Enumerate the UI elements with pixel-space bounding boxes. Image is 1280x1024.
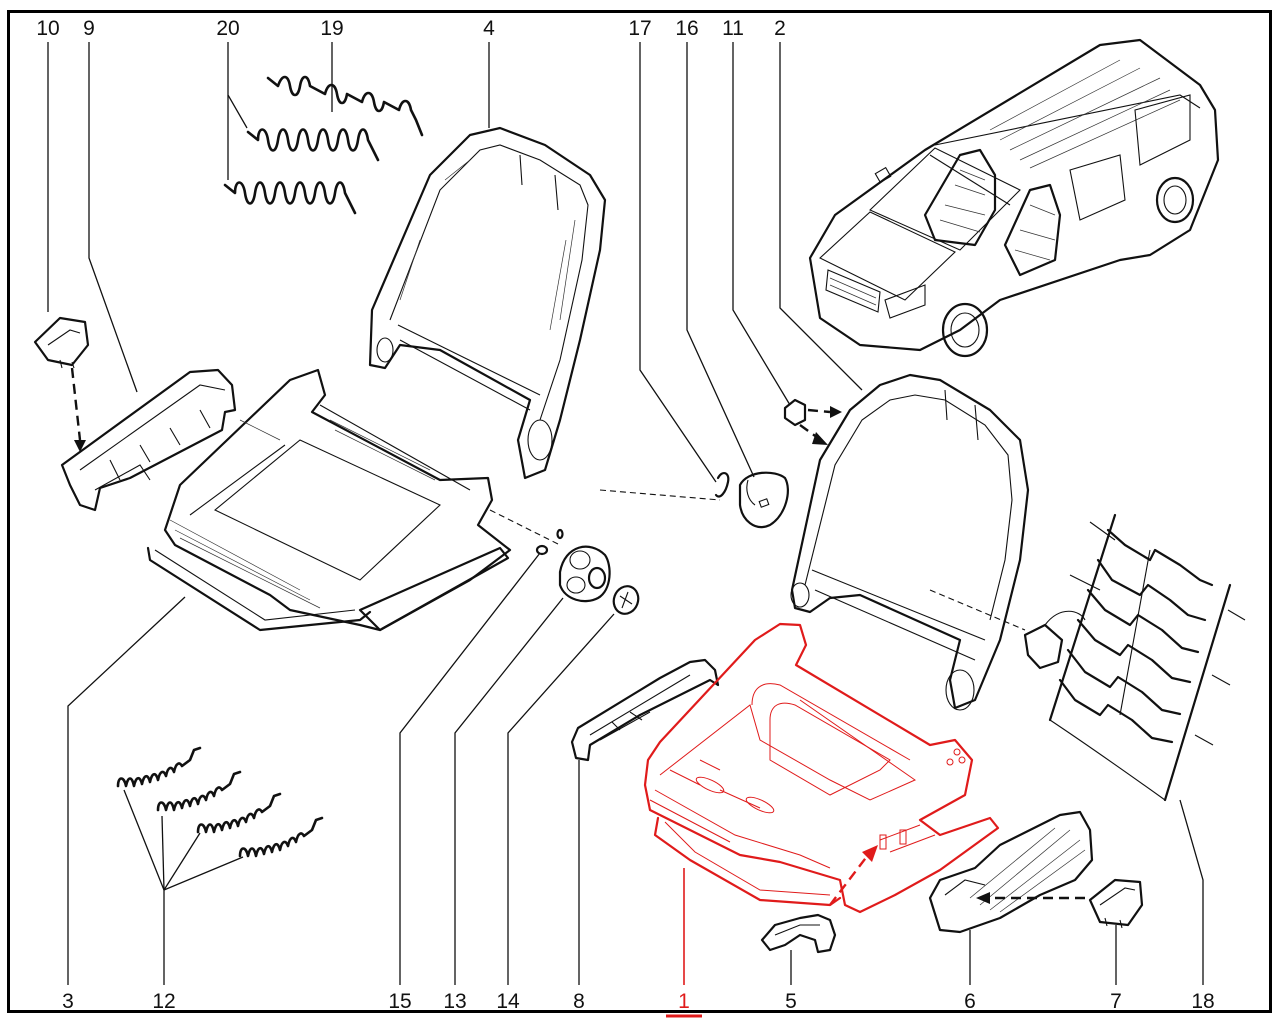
part-14-cap[interactable] (610, 583, 642, 618)
part-9-side-trim[interactable] (60, 368, 237, 512)
part-3-cushion-frame[interactable] (146, 368, 512, 632)
callouts-top: 10 9 20 19 4 17 16 11 2 (36, 17, 863, 483)
arrowhead-10 (74, 440, 86, 452)
part-10-switch[interactable] (33, 316, 90, 369)
assembly-arrow-10 (70, 367, 82, 441)
arrowhead-7 (976, 892, 990, 904)
callout-6[interactable]: 6 (964, 990, 976, 1013)
part-2-backrest-frame[interactable] (790, 373, 1030, 711)
leader-17 (639, 42, 717, 483)
callout-8[interactable]: 8 (573, 990, 585, 1013)
arrowhead-11b (812, 432, 828, 445)
callout-19[interactable]: 19 (320, 17, 343, 40)
leader-12c (163, 832, 201, 891)
leader-15 (399, 552, 541, 985)
part-11-clip[interactable] (783, 398, 807, 427)
part-18-lumbar-mat[interactable] (1023, 513, 1246, 802)
spring-19 (266, 75, 424, 137)
callout-12[interactable]: 12 (152, 990, 175, 1013)
vehicle-overview-illustration (808, 38, 1220, 358)
leader-16 (686, 42, 755, 478)
callout-1[interactable]: 1 (678, 990, 690, 1013)
callout-11[interactable]: 11 (722, 17, 744, 40)
callout-4[interactable]: 4 (483, 17, 495, 40)
springs-12[interactable] (116, 746, 324, 858)
leader-20a (227, 42, 248, 129)
callout-3[interactable]: 3 (62, 990, 74, 1013)
leader-12a (123, 789, 165, 891)
leader-3 (67, 596, 186, 985)
spring-20a (246, 128, 380, 162)
callout-20[interactable]: 20 (216, 17, 239, 40)
part-4-backrest-frame[interactable] (368, 126, 607, 480)
arrowhead-11a (830, 406, 842, 418)
leader-9 (88, 42, 138, 393)
arrowhead-5 (862, 845, 878, 862)
axis-line-18 (929, 589, 1026, 631)
callouts-bottom: 3 12 15 13 14 8 1 5 6 7 18 (62, 552, 1215, 1018)
leader-11 (732, 42, 791, 406)
part-15-washer[interactable] (535, 528, 564, 556)
axis-line-17 (599, 489, 721, 501)
leader-18 (1179, 799, 1204, 985)
callout-16[interactable]: 16 (675, 17, 698, 40)
part-17-cover[interactable] (714, 472, 730, 498)
callout-14[interactable]: 14 (496, 990, 520, 1013)
callout-2[interactable]: 2 (774, 17, 786, 40)
leader-14 (507, 613, 615, 985)
assembly-arrow-5 (829, 854, 869, 906)
spring-20b (223, 181, 357, 215)
callout-17[interactable]: 17 (628, 17, 651, 40)
part-8-trim-strip[interactable] (570, 658, 720, 762)
leader-12b (161, 815, 165, 891)
callout-15[interactable]: 15 (388, 990, 411, 1013)
part-13-knob[interactable] (558, 545, 611, 603)
callout-18[interactable]: 18 (1191, 990, 1214, 1013)
callout-13[interactable]: 13 (443, 990, 466, 1013)
springs-19-20[interactable] (223, 75, 424, 215)
callout-10[interactable]: 10 (36, 17, 59, 40)
leader-2 (779, 42, 863, 391)
callout-9[interactable]: 9 (83, 17, 95, 40)
leader-12d (163, 856, 244, 891)
callout-5[interactable]: 5 (785, 990, 797, 1013)
leader-13 (454, 597, 564, 985)
callout-7[interactable]: 7 (1110, 990, 1122, 1013)
assembly-arrow-11a (807, 408, 831, 414)
part-16-knob[interactable] (738, 471, 789, 529)
axis-line-15 (489, 509, 561, 546)
part-7-switch[interactable] (1088, 878, 1144, 929)
part-5-lever-cover[interactable] (760, 913, 837, 954)
part-1-cushion-frame-highlighted[interactable] (643, 622, 1000, 914)
